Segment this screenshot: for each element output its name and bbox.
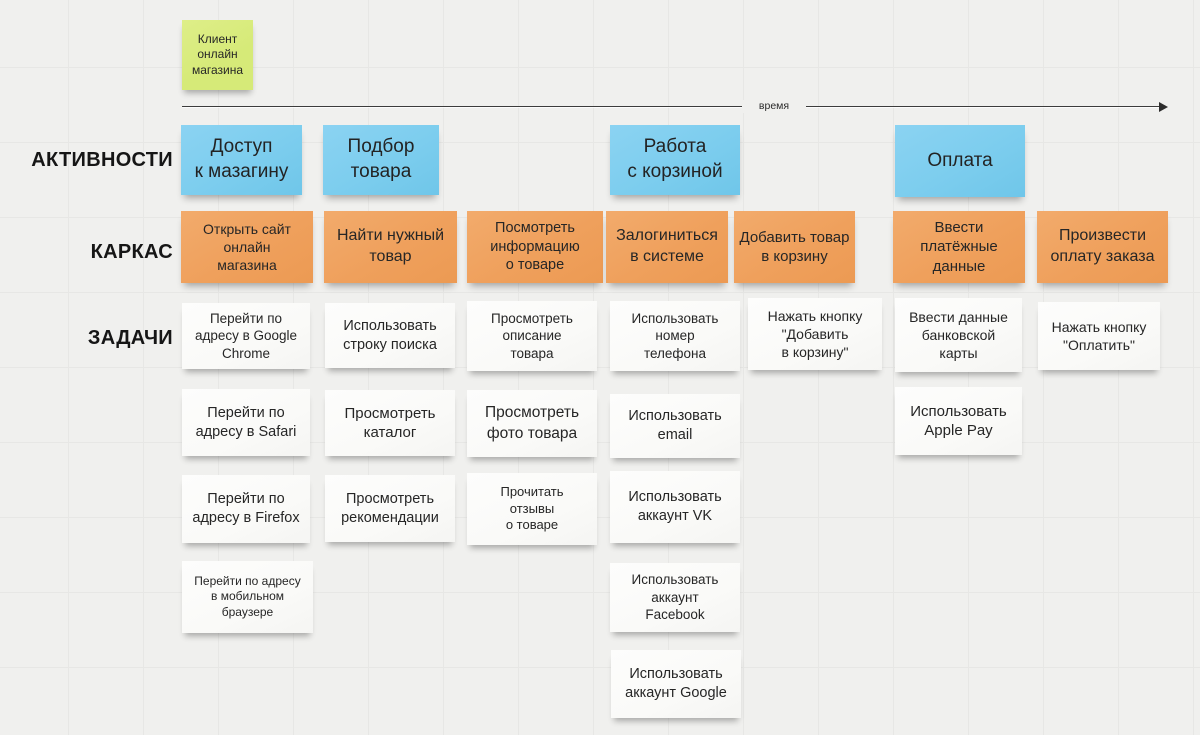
- sticky-note-task[interactable]: Ввести данные банковской карты: [895, 298, 1022, 372]
- sticky-note-task[interactable]: Просмотреть каталог: [325, 390, 455, 456]
- sticky-note-task[interactable]: Просмотреть описание товара: [467, 301, 597, 371]
- sticky-note-activity[interactable]: Доступ к мазагину: [181, 125, 302, 195]
- sticky-note-task[interactable]: Использовать аккаунт VK: [610, 471, 740, 543]
- sticky-note-step[interactable]: Добавить товар в корзину: [734, 211, 855, 283]
- row-label-wireframe[interactable]: КАРКАС: [90, 241, 173, 263]
- row-label-tasks[interactable]: ЗАДАЧИ: [87, 327, 173, 349]
- sticky-note-task[interactable]: Просмотреть рекомендации: [325, 475, 455, 542]
- sticky-note-task[interactable]: Перейти по адресу в Safari: [182, 389, 310, 456]
- sticky-note-activity[interactable]: Подбор товара: [323, 125, 439, 195]
- sticky-note-task[interactable]: Нажать кнопку "Оплатить": [1038, 302, 1160, 370]
- row-label-activities[interactable]: АКТИВНОСТИ: [31, 149, 173, 171]
- sticky-note-task[interactable]: Использовать аккаунт Google: [611, 650, 741, 718]
- sticky-note-task[interactable]: Прочитать отзывы о товаре: [467, 473, 597, 545]
- timeline-line: [182, 106, 1162, 108]
- sticky-note-task[interactable]: Использовать email: [610, 394, 740, 458]
- sticky-note-task[interactable]: Просмотреть фото товара: [467, 390, 597, 457]
- sticky-note-step[interactable]: Ввести платёжные данные: [893, 211, 1025, 283]
- sticky-note-step[interactable]: Найти нужный товар: [324, 211, 457, 283]
- sticky-note-persona[interactable]: Клиент онлайн магазина: [182, 20, 253, 90]
- sticky-note-task[interactable]: Использовать Apple Pay: [895, 387, 1022, 455]
- sticky-note-step[interactable]: Открыть сайт онлайн магазина: [181, 211, 313, 283]
- timeline-arrow[interactable]: время: [182, 100, 1168, 113]
- sticky-note-step[interactable]: Залогиниться в системе: [606, 211, 728, 283]
- sticky-note-task[interactable]: Нажать кнопку "Добавить в корзину": [748, 298, 882, 370]
- sticky-note-activity[interactable]: Работа с корзиной: [610, 125, 740, 195]
- timeline-label: время: [742, 100, 806, 113]
- sticky-note-task[interactable]: Использовать строку поиска: [325, 303, 455, 368]
- sticky-note-task[interactable]: Использовать аккаунт Facebook: [610, 563, 740, 632]
- sticky-note-activity[interactable]: Оплата: [895, 125, 1025, 197]
- sticky-note-task[interactable]: Перейти по адресу в Google Chrome: [182, 303, 310, 369]
- arrowhead-icon: [1159, 101, 1168, 112]
- sticky-note-task[interactable]: Перейти по адресу в мобильном браузере: [182, 561, 313, 633]
- sticky-note-task[interactable]: Перейти по адресу в Firefox: [182, 475, 310, 543]
- sticky-note-step[interactable]: Посмотреть информацию о товаре: [467, 211, 603, 283]
- sticky-note-task[interactable]: Использовать номер телефона: [610, 301, 740, 371]
- sticky-note-step[interactable]: Произвести оплату заказа: [1037, 211, 1168, 283]
